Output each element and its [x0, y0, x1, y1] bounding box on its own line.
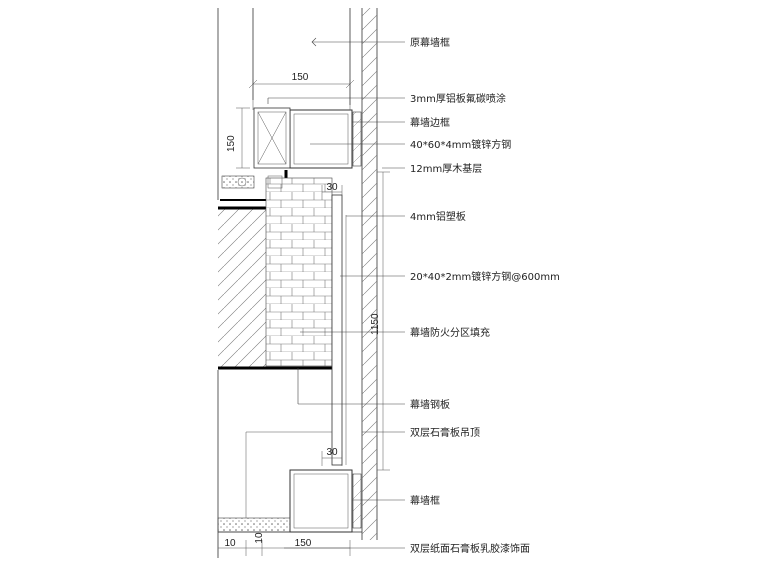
ceiling-board: [217, 431, 362, 533]
label-steel-plate: 幕墙钢板: [410, 398, 450, 411]
dim-bottom-small-label: 10: [254, 532, 265, 544]
dim-top-width-label: 150: [292, 72, 309, 83]
label-wood-base: 12mm厚木基层: [410, 162, 482, 175]
label-aluminum-plastic-panel: 4mm铝塑板: [410, 210, 466, 223]
label-square-steel-2: 20*40*2mm镀锌方钢@600mm: [410, 270, 560, 283]
dim-bottom-left-label: 10: [224, 538, 236, 549]
label-aluminum-coating: 3mm厚铝板氟碳喷涂: [410, 92, 506, 105]
label-gypsum-ceiling: 双层石膏板吊顶: [410, 426, 480, 439]
dim-total-height-label: 1150: [370, 313, 381, 335]
lower-frame-box: [289, 469, 362, 533]
dim-left-150: 150: [226, 107, 250, 169]
dim-lower-30: 30: [321, 447, 343, 466]
dim-bottom: 10 10 150: [217, 532, 351, 556]
label-square-steel-1: 40*60*4mm镀锌方钢: [410, 138, 511, 151]
dim-top-150: 150: [248, 72, 355, 110]
dim-upper-gap-label: 30: [326, 182, 338, 193]
slab-fixings: [221, 175, 283, 189]
dim-bottom-width-label: 150: [295, 538, 312, 549]
label-curtain-frame: 幕墙框: [410, 494, 440, 507]
dim-lower-gap-label: 30: [326, 447, 338, 458]
label-fire-fill: 幕墙防火分区填充: [410, 326, 490, 339]
concrete-slab: [218, 207, 266, 368]
dim-left-height-label: 150: [226, 135, 237, 152]
dim-upper-30: 30: [321, 182, 343, 200]
exterior-wall-hatch: [362, 8, 377, 540]
dim-1150: 1150: [370, 171, 390, 471]
annotations: 原幕墙框 3mm厚铝板氟碳喷涂 幕墙边框 40*60*4mm镀锌方钢 12mm厚…: [410, 36, 560, 555]
aluminum-panel: [331, 194, 347, 466]
fire-fill-block: [265, 177, 333, 367]
label-curtain-edge-frame: 幕墙边框: [410, 116, 450, 129]
upper-frame-box: [253, 107, 362, 169]
label-original-curtain-frame: 原幕墙框: [410, 36, 450, 49]
label-paper-gypsum-finish: 双层纸面石膏板乳胶漆饰面: [410, 542, 530, 555]
leaders: [267, 37, 405, 549]
